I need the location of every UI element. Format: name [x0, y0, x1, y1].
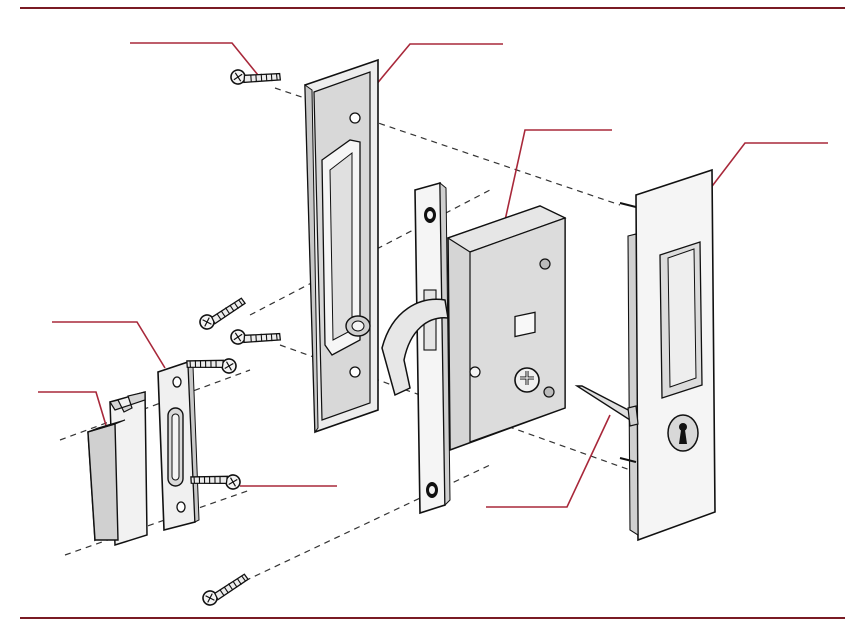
screw-icon-top	[228, 63, 283, 94]
lock-body	[446, 205, 567, 452]
callout-leader-screw	[130, 42, 263, 81]
spindle	[574, 385, 639, 427]
screw-icon-bottom	[198, 572, 253, 608]
callout-leader-left-plate	[369, 43, 503, 93]
bottom-frame-rule	[20, 617, 845, 619]
strike-box	[87, 391, 148, 547]
callout-leader-strike-plate	[52, 321, 166, 369]
right-pull-plate	[619, 168, 716, 542]
screw-icon-upper-left	[195, 296, 250, 332]
left-pull-plate	[304, 58, 379, 434]
callout-leader-right-plate	[699, 142, 828, 203]
guide-line-box-top	[59, 369, 251, 441]
callout-leader-strike-box	[38, 391, 109, 433]
hook-bolt-icon	[381, 298, 449, 397]
strike-plate	[157, 360, 200, 532]
screws	[184, 63, 283, 608]
screw-icon-middle	[228, 323, 283, 354]
callout-leaders	[38, 42, 828, 508]
top-frame-rule	[20, 7, 845, 9]
callout-leader-lock-body	[497, 129, 612, 253]
guide-line-middle-screw	[279, 344, 631, 471]
callout-leader-spindle	[486, 414, 611, 508]
hook-faceplate	[381, 181, 451, 515]
